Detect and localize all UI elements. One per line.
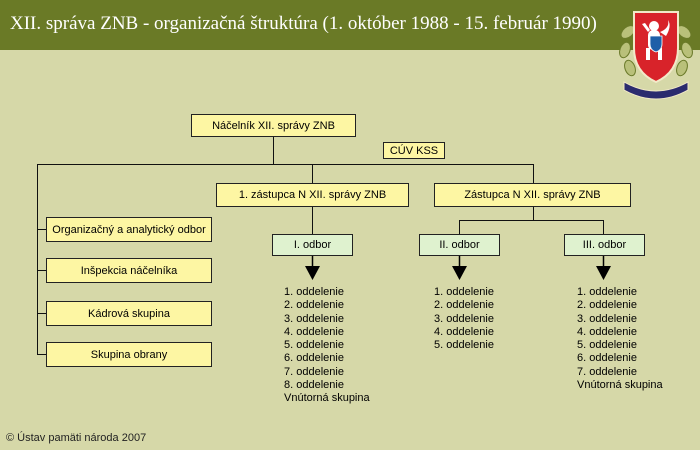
section-item: 5. oddelenie xyxy=(577,339,637,352)
connector-staff-3 xyxy=(37,313,46,314)
department-label: II. odbor xyxy=(439,239,480,251)
section-item: 4. oddelenie xyxy=(434,325,494,338)
section-item: 3. oddelenie xyxy=(434,312,494,325)
department-label: I. odbor xyxy=(293,239,332,251)
staff-unit-label: Skupina obrany xyxy=(90,348,168,361)
section-item: 1. oddelenie xyxy=(577,286,637,298)
section-list-dept-2: 1. oddelenie 2. oddelenie 3. oddelenie 4… xyxy=(434,286,494,352)
connector-dept-3-drop xyxy=(603,220,604,234)
connector-staff-4 xyxy=(37,354,46,355)
section-item: 5. oddelenie xyxy=(434,339,494,352)
section-item: Vnútorná skupina xyxy=(577,379,663,392)
page-title: XII. správa ZNB - organizačná štruktúra … xyxy=(10,13,597,34)
staff-unit-box: Kádrová skupina xyxy=(46,301,212,326)
section-item: 6. oddelenie xyxy=(577,352,637,365)
deputy-first-box: 1. zástupca N XII. správy ZNB xyxy=(216,183,409,207)
connector-deputy-first-drop xyxy=(312,164,313,183)
connector-deputy-drop xyxy=(533,164,534,183)
staff-unit-label: Organizačný a analytický odbor xyxy=(52,223,206,236)
connector-dept-1-drop xyxy=(312,207,313,234)
section-item: 3. oddelenie xyxy=(577,312,637,325)
deputy-first-label: 1. zástupca N XII. správy ZNB xyxy=(238,189,387,201)
connector-staff-spine xyxy=(37,164,38,355)
department-box: I. odbor xyxy=(272,234,353,256)
party-label: CÚV KSS xyxy=(389,144,439,157)
section-item: 7. oddelenie xyxy=(577,365,637,378)
staff-unit-label: Kádrová skupina xyxy=(88,307,170,320)
connector-dept-2-drop xyxy=(459,220,460,234)
section-item: 2. oddelenie xyxy=(434,299,494,312)
party-box: CÚV KSS xyxy=(383,142,445,159)
chief-label: Náčelník XII. správy ZNB xyxy=(212,119,335,132)
section-item: Vnútorná skupina xyxy=(284,392,370,405)
deputy-label: Zástupca N XII. správy ZNB xyxy=(464,189,601,201)
section-item: 7. oddelenie xyxy=(284,365,344,378)
section-item: 1. oddelenie xyxy=(434,286,494,298)
section-item: 1. oddelenie xyxy=(284,286,344,298)
connector-deputy-stem xyxy=(533,207,534,221)
copyright-footer: © Ústav pamäti národa 2007 xyxy=(6,432,147,444)
section-item: 5. oddelenie xyxy=(284,339,344,352)
connector-staff-1 xyxy=(37,229,46,230)
department-label: III. odbor xyxy=(582,239,627,251)
chief-box: Náčelník XII. správy ZNB xyxy=(191,114,356,137)
connector-staff-2 xyxy=(37,270,46,271)
staff-unit-label: Inšpekcia náčelníka xyxy=(80,264,178,277)
staff-unit-box: Inšpekcia náčelníka xyxy=(46,258,212,283)
section-item: 8. oddelenie xyxy=(284,379,344,392)
staff-unit-box: Organizačný a analytický odbor xyxy=(46,217,212,242)
connector-chief-vertical xyxy=(273,137,274,165)
section-item: 3. oddelenie xyxy=(284,312,344,325)
staff-unit-box: Skupina obrany xyxy=(46,342,212,367)
section-list-dept-1: 1. oddelenie 2. oddelenie 3. oddelenie 4… xyxy=(284,286,370,406)
section-item: 6. oddelenie xyxy=(284,352,344,365)
section-list-dept-3: 1. oddelenie 2. oddelenie 3. oddelenie 4… xyxy=(577,286,663,392)
section-item: 4. oddelenie xyxy=(577,325,637,338)
department-box: II. odbor xyxy=(419,234,500,256)
deputy-box: Zástupca N XII. správy ZNB xyxy=(434,183,631,207)
section-item: 4. oddelenie xyxy=(284,325,344,338)
connector-main-horizontal xyxy=(37,164,534,165)
czechoslovak-coat-of-arms-icon xyxy=(619,11,693,100)
connector-deputy-horizontal xyxy=(459,220,604,221)
department-box: III. odbor xyxy=(564,234,645,256)
section-item: 2. oddelenie xyxy=(577,299,637,312)
section-item: 2. oddelenie xyxy=(284,299,344,312)
title-bar: XII. správa ZNB - organizačná štruktúra … xyxy=(0,0,700,50)
